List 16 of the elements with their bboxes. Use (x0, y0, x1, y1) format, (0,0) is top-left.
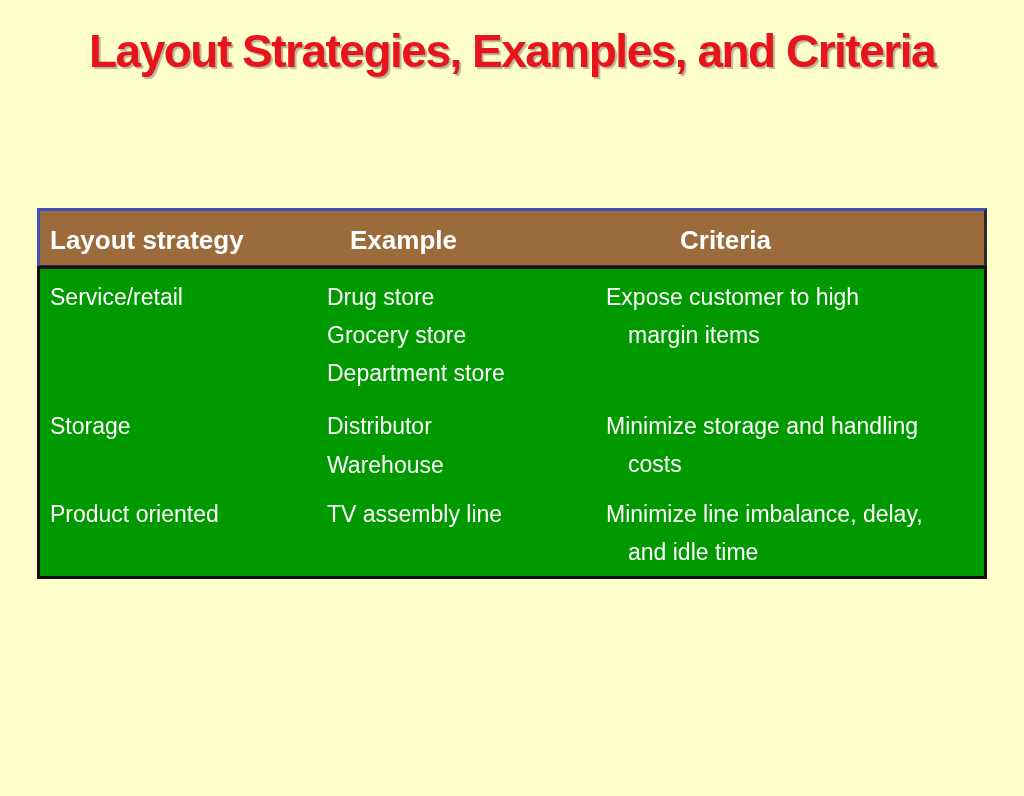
table-cell-text: Product oriented (50, 500, 219, 529)
table-cell-text: Minimize line imbalance, delay, and idle time (606, 500, 924, 567)
table-cell-text: Drug store (327, 283, 435, 312)
table-cell-text: Department store (327, 359, 505, 388)
table-cell-text: Warehouse (327, 451, 444, 480)
table-cell-text: Grocery store (327, 321, 467, 350)
slide-title: Layout Strategies, Examples, and Criteria (87, 24, 937, 79)
table-cell-text: Service/retail (50, 283, 183, 312)
column-header: Example (350, 224, 457, 257)
column-header: Layout strategy (50, 224, 244, 257)
table-cell-text: TV assembly line (327, 500, 503, 529)
table-cell-text: Minimize storage and handling costs (606, 412, 919, 479)
table-cell-text: Expose customer to high margin items (606, 283, 861, 350)
column-header: Criteria (680, 224, 772, 257)
table-cell-text: Distributor (327, 412, 432, 441)
table-cell-text: Storage (50, 412, 131, 441)
